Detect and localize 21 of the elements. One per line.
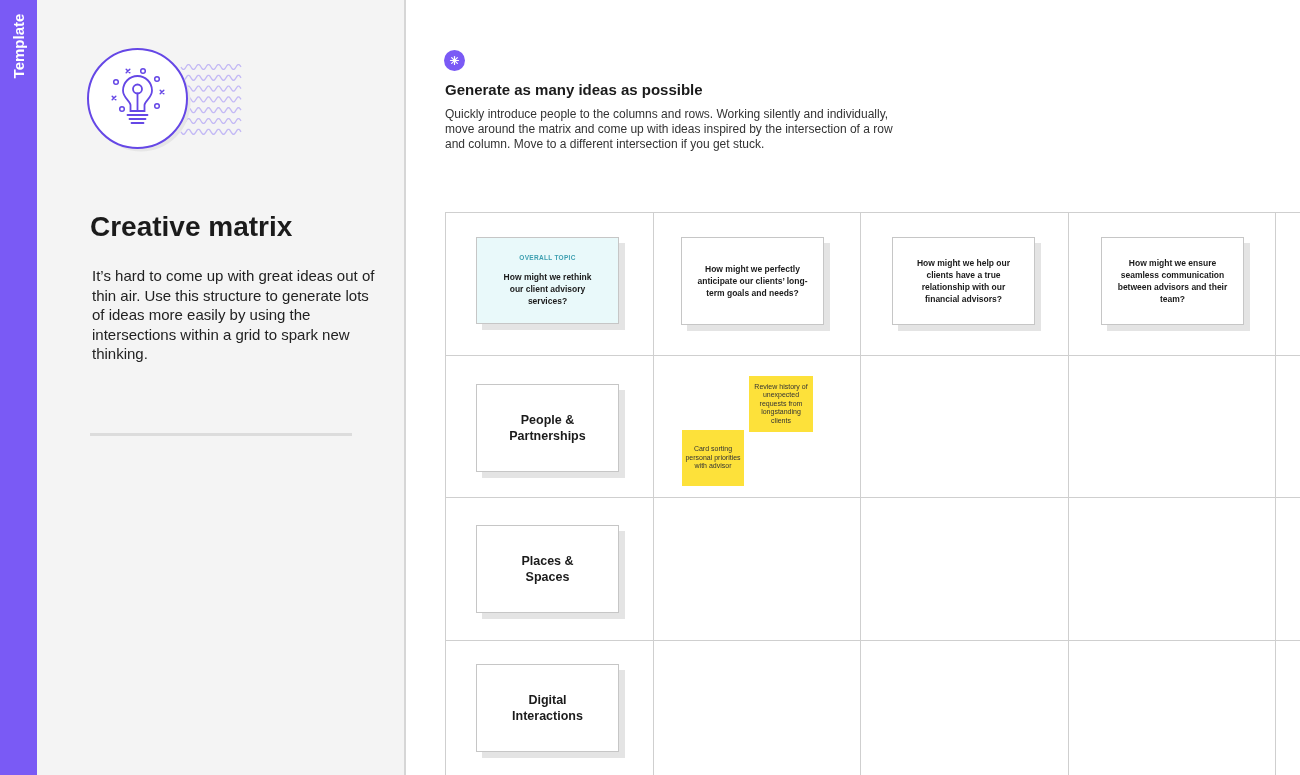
sticky-note xyxy=(682,430,744,486)
topic-card xyxy=(476,237,625,330)
question-card xyxy=(681,237,830,331)
category-card xyxy=(476,384,625,478)
page-title: Creative matrix xyxy=(90,211,293,243)
tab-label: Template xyxy=(9,13,27,79)
category-label: Places & Spaces xyxy=(520,553,575,585)
card-question: How might we ensure seamless communication between advisors and their team? xyxy=(1116,257,1229,305)
step-instructions: Quickly introduce people to the columns and rows. Working silently and individually, move around the matrix and come up with ideas inspired by the intersection of a row and column. Move to a different intersection if you get stuck. xyxy=(445,107,894,152)
category-label: People & Partnerships xyxy=(508,412,587,444)
intro-paragraph: It’s hard to come up with great ideas out of thin air. Use this structure to generate lots of ideas more easily by using the intersections within a grid to spark new thinking. xyxy=(92,266,376,364)
category-label: Digital Interactions xyxy=(511,692,584,724)
sticky-note xyxy=(749,376,813,432)
step-heading: Generate as many ideas as possible xyxy=(445,81,703,98)
card-question: How might we perfectly anticipate our clients’ long-term goals and needs? xyxy=(696,263,809,299)
card-question: How might we help our clients have a true relationship with our financial advisors? xyxy=(916,257,1011,305)
question-card xyxy=(892,237,1041,331)
category-card xyxy=(476,664,625,758)
question-card xyxy=(1101,237,1250,331)
category-card xyxy=(476,525,625,619)
card-question: How might we rethink our client advisory services? xyxy=(502,271,593,307)
